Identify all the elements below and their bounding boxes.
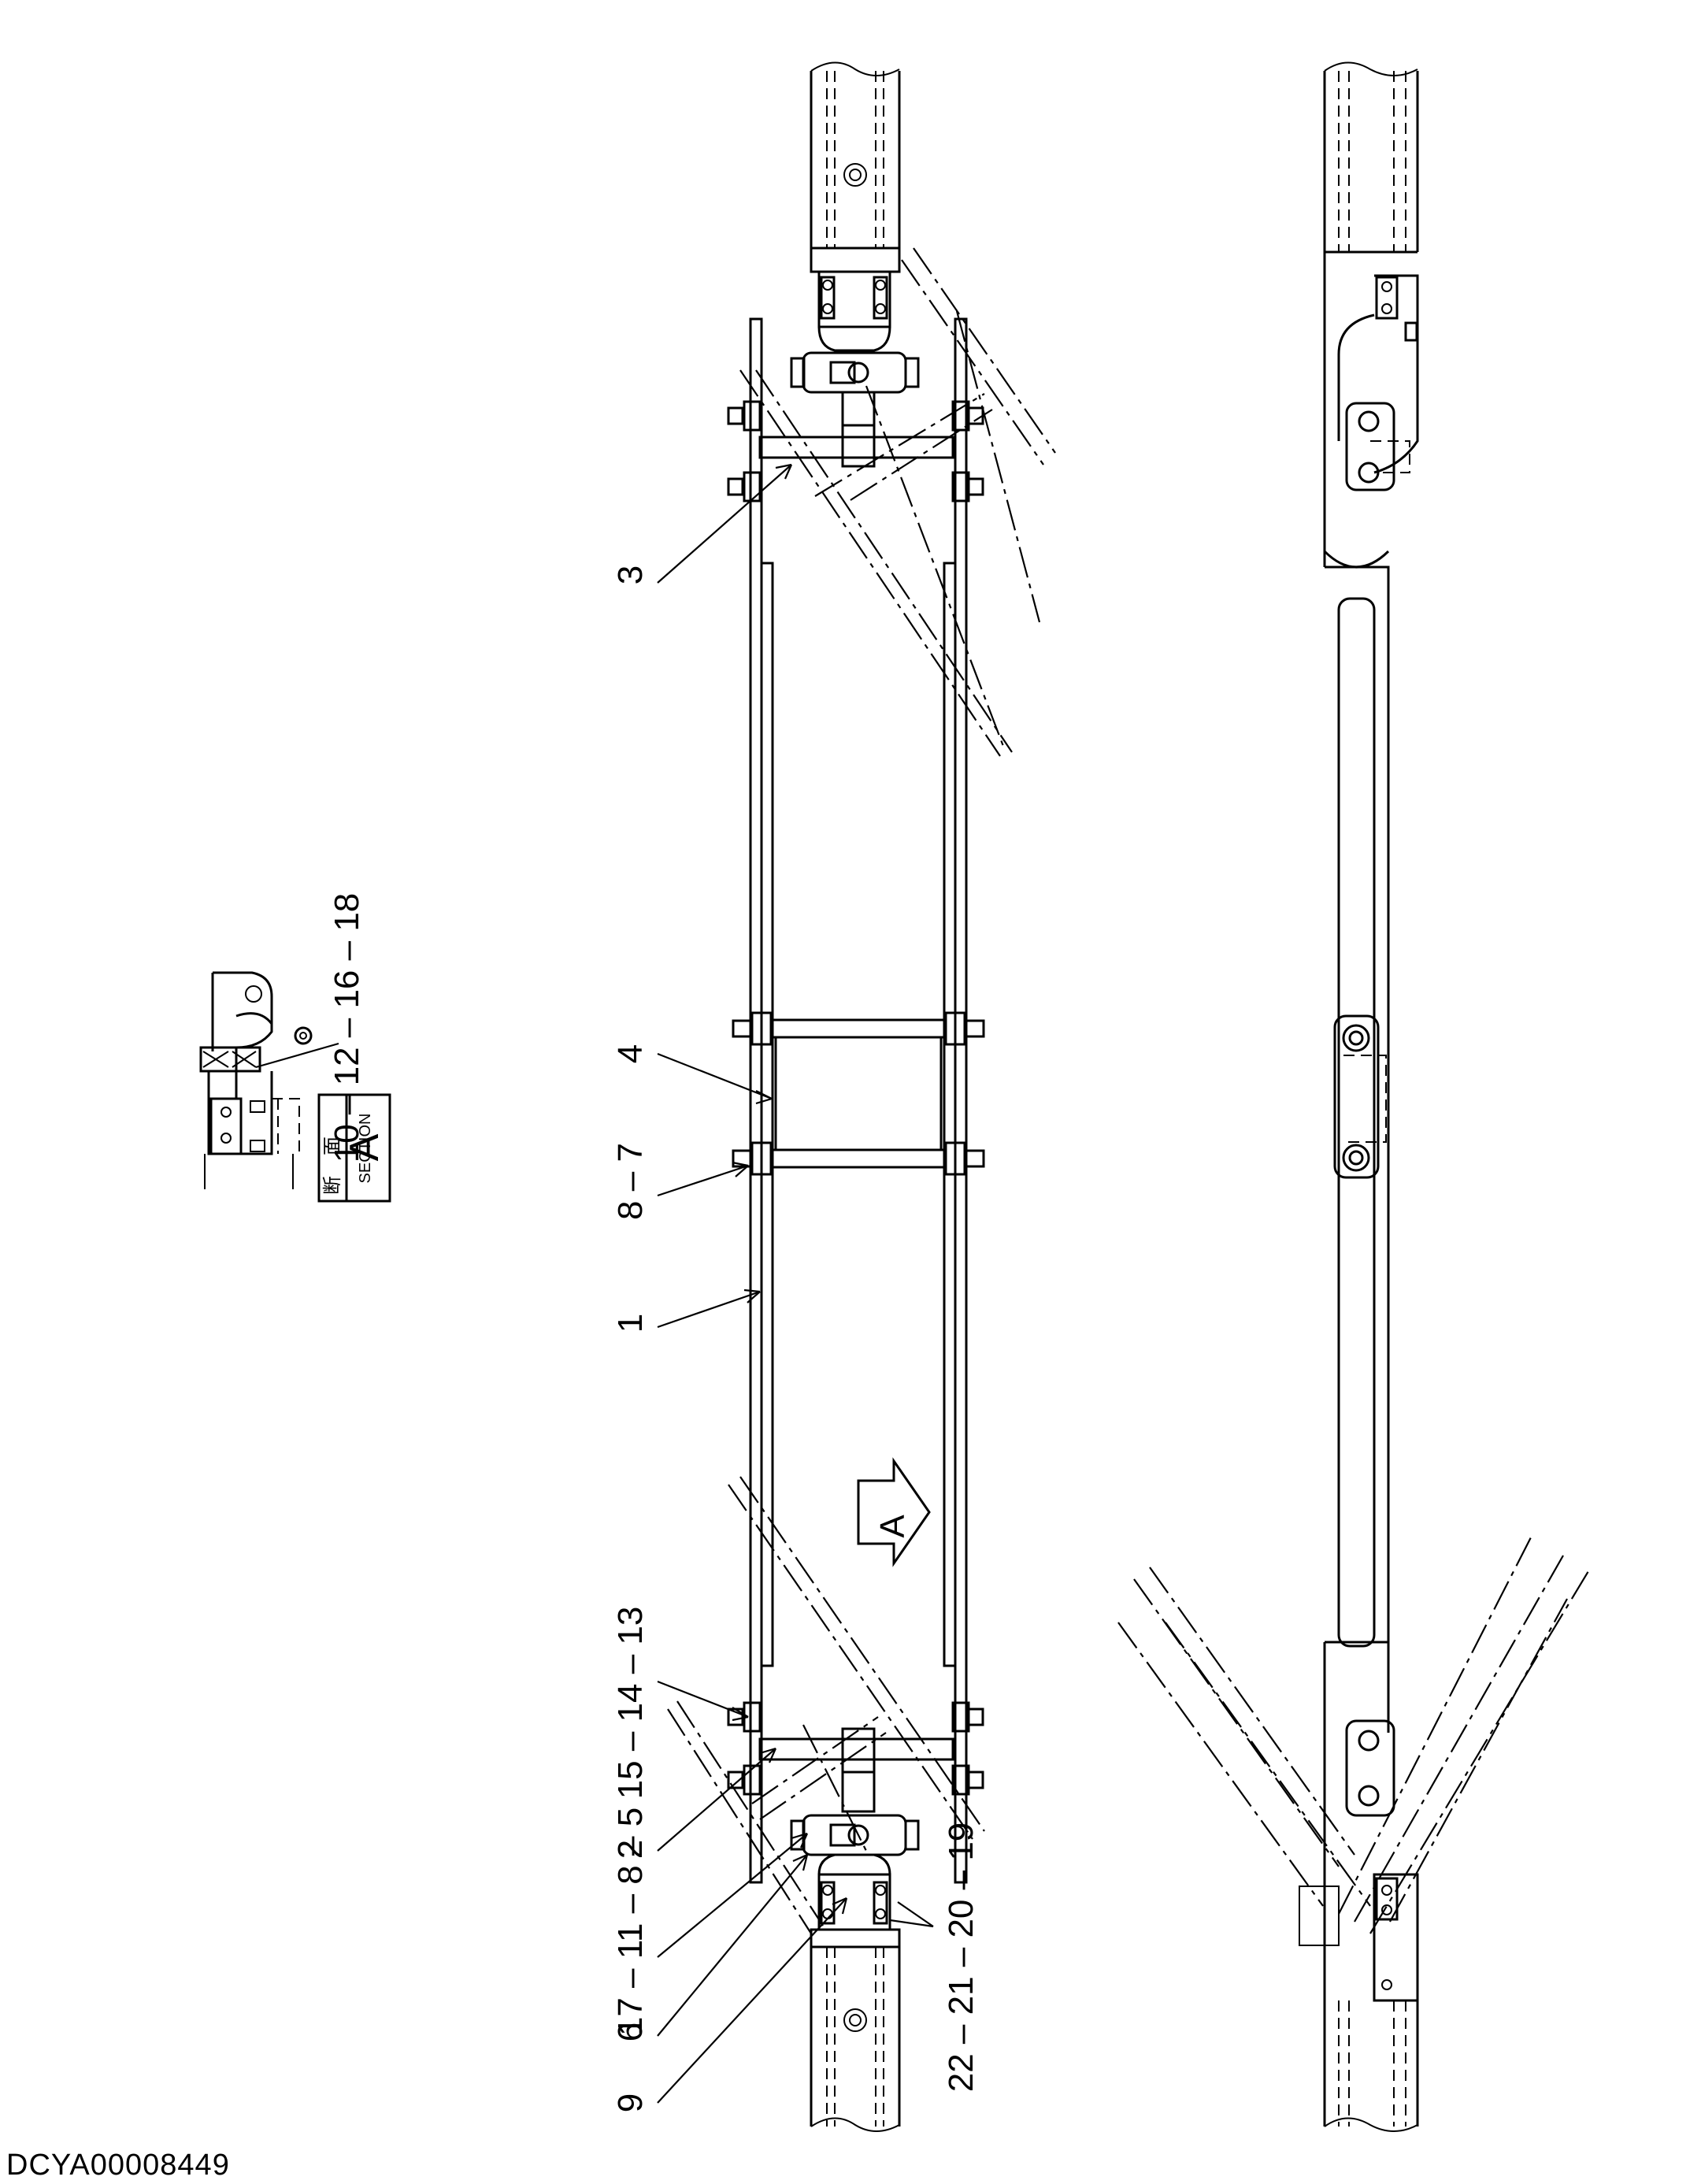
callout-9: 9 (611, 2093, 650, 2112)
middle-cross-pieces (732, 1011, 985, 1176)
upper-boom-tube (810, 61, 901, 273)
lower-boom-tube (810, 1947, 901, 2132)
callouts: 3 4 8 – 7 1 15 – 14 – 13 2 17 – 11 – 8 –… (255, 463, 980, 2112)
section-a-detail (199, 971, 313, 1189)
lower-clevis (790, 1772, 920, 1949)
view-marker-a: A (873, 1515, 912, 1538)
callout-8-7: 8 – 7 (611, 1143, 650, 1220)
lower-phantom-lines (667, 1476, 985, 1934)
main-view: A (667, 61, 1056, 2132)
callout-15-14-13: 15 – 14 – 13 (611, 1607, 650, 1800)
section-a-label-box: 断 面 SECTION A (317, 1093, 391, 1203)
section-kanji-2: 面 (322, 1136, 343, 1155)
section-kanji-1: 断 (322, 1176, 343, 1195)
view-arrow-a: A (857, 1457, 931, 1567)
section-letter: A (342, 1133, 387, 1161)
upper-phantom-lines (739, 247, 1056, 757)
callout-2: 2 (611, 1840, 650, 1859)
callout-3: 3 (611, 565, 650, 584)
section-english: SECTION (357, 1114, 374, 1184)
callout-1: 1 (611, 1314, 650, 1333)
callout-17-11-8-5: 17 – 11 – 8 – 5 (611, 1808, 650, 2036)
drawing-id: DCYA00008449 (6, 2149, 230, 2182)
lower-cross-member (727, 1701, 984, 1796)
callout-10-12-16-18: 10 – 12 – 16 – 18 (328, 893, 366, 1163)
callout-22-21-20-19: 22 – 21 – 20 – 19 (942, 1822, 980, 2093)
side-rails (749, 317, 968, 1884)
side-view (1117, 61, 1592, 2132)
upper-clevis (790, 270, 920, 427)
callout-6: 6 (611, 2023, 650, 2041)
callout-4: 4 (611, 1044, 650, 1063)
